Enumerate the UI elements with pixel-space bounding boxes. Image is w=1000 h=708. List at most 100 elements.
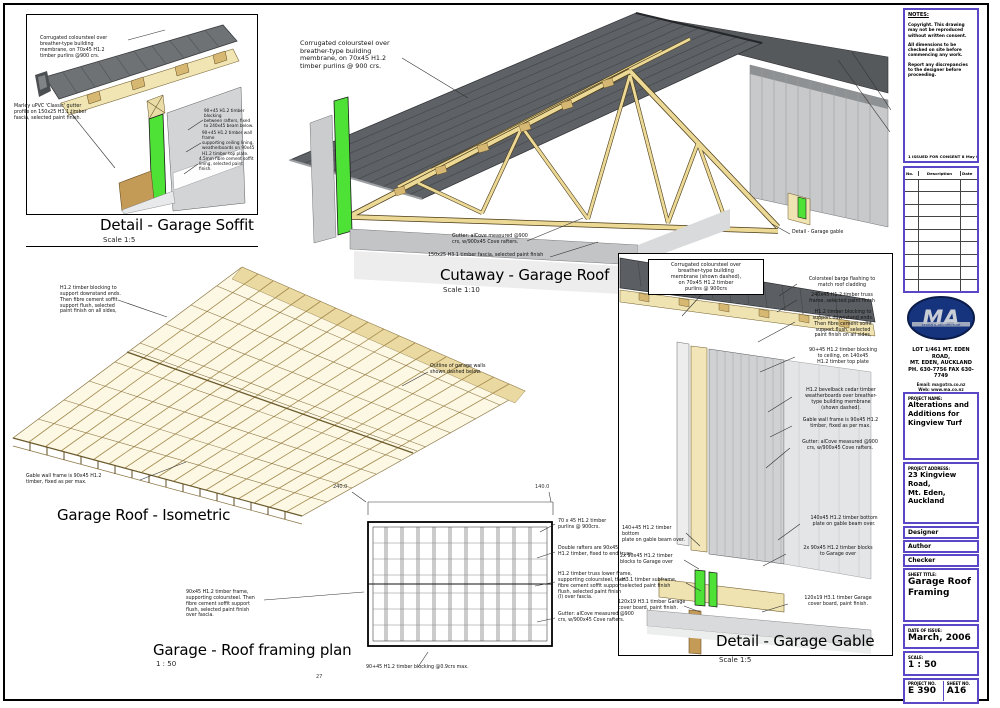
- annotation: 4.5mm fibre cement soffit lining, select…: [199, 156, 254, 172]
- timber-post: [690, 345, 708, 553]
- revision-row: [905, 203, 977, 217]
- view-cutaway-garage-roof: [270, 5, 895, 297]
- annotation: H1.2 timber blocking to support downstan…: [60, 286, 121, 315]
- annotation: H1.2 bevelback cedar timber weatherboard…: [805, 388, 877, 411]
- project-address-value: 23 Kingview Road, Mt. Eden, Auckland: [908, 471, 957, 506]
- sheet-title-label: SHEET TITLE:: [908, 572, 937, 577]
- notes-box: NOTES: Copyright. This drawing may not b…: [903, 8, 979, 163]
- project-name-box: PROJECT NAME: Alterations and Additions …: [903, 392, 979, 460]
- dimension-label: 140.0: [535, 484, 550, 490]
- highlighted-member: [708, 571, 718, 608]
- annotation: 70 x 45 H1.2 timber purlins @ 900crs.: [558, 519, 607, 530]
- revision-row: [905, 253, 977, 267]
- project-address-box: PROJECT ADDRESS: 23 Kingview Road, Mt. E…: [903, 462, 979, 524]
- scale-box: SCALE: 1 : 50: [903, 651, 979, 676]
- sheet-number-cell: SHEET NO. A16: [944, 681, 974, 701]
- annotation-boxed: Corrugated coloursteel over breather-typ…: [648, 259, 764, 296]
- annotation: Outline of garage walls shown dashed bel…: [430, 364, 486, 375]
- annotation: Gutter: alCove measured @900 crs, w/900x…: [802, 440, 878, 451]
- firm-identity: MA DESIGN & ARCHITECTURE LOT 1/461 MT. E…: [903, 295, 979, 392]
- note-paragraph: Report any discrepancies to the designer…: [908, 61, 968, 78]
- annotation: Gutter: alCove measured @900 crs, w/900x…: [452, 234, 528, 245]
- dimension-label: 240.0: [333, 484, 348, 490]
- view-garage-roof-isometric: [5, 255, 540, 545]
- title-underline: [26, 246, 258, 247]
- truss-tails: [29, 443, 286, 519]
- revision-col-description: Description: [919, 171, 961, 176]
- note-paragraph: All dimensions to be checked on site bef…: [908, 41, 963, 58]
- ridge-line: [126, 351, 414, 454]
- checker-value: Checker: [908, 557, 936, 564]
- scale-label: SCALE:: [908, 655, 924, 660]
- roof-plane: [44, 24, 238, 100]
- issue-line: 1 ISSUED FOR CONSENT 8 May 06: [908, 154, 979, 159]
- firm-address: LOT 1/461 MT. EDEN ROAD, MT. EDEN, AUCKL…: [908, 347, 974, 380]
- annotation: Marley uPVC 'Classic' gutter profile on …: [14, 104, 87, 121]
- annotation: 2x 90x45 H1.2 timber blocks to Garage ov…: [803, 546, 873, 557]
- view-scale-gable: Scale 1:5: [719, 656, 752, 664]
- view-title-plan: Garage - Roof framing plan: [153, 641, 352, 659]
- annotation: 150x25 H3.1 timber fascia, selected pain…: [428, 253, 544, 258]
- annotation: H1.2 timber blocking to support downstan…: [812, 310, 874, 339]
- annotation: 90+45 H1.2 timber wall frame supporting …: [202, 130, 255, 156]
- project-name-value: Alterations and Additions for Kingview T…: [908, 401, 969, 427]
- notes-heading: NOTES:: [908, 12, 929, 18]
- annotation: 90+45 H1.2 timber blocking @0.9crs max.: [366, 665, 469, 670]
- annotation: Double rafters are 90x45 H1.2 timber, fi…: [558, 546, 634, 557]
- view-scale-cutaway: Scale 1:10: [443, 286, 480, 294]
- view-detail-garage-gable: [618, 253, 893, 656]
- view-title-gable: Detail - Garage Gable: [716, 632, 875, 650]
- company-logo: MA DESIGN & ARCHITECTURE: [907, 296, 975, 340]
- sheet-title-value: Garage Roof Framing: [908, 577, 971, 599]
- checker-box: Checker: [903, 554, 979, 567]
- highlighted-member: [333, 96, 353, 236]
- annotation: 120x19 H3.1 timber Garage cover board, p…: [618, 600, 686, 611]
- annotation: Gable wall frame is 90x45 H1.2 timber, f…: [802, 418, 879, 429]
- author-value: Author: [908, 543, 932, 550]
- dimension-label: 27: [316, 674, 323, 680]
- revision-row: [905, 278, 977, 291]
- purlin-lines: [373, 542, 547, 626]
- revision-header-row: No. Description Date: [905, 168, 977, 179]
- sheet-number-label: SHEET NO.: [946, 681, 970, 686]
- annotation: 240x45 H1.2 timber truss frame, selected…: [809, 293, 875, 304]
- isometric-drawing: [12, 266, 526, 525]
- revision-col-date: Date: [962, 171, 973, 176]
- revision-col-no: No.: [905, 171, 919, 176]
- view-title-soffit: Detail - Garage Soffit: [100, 216, 254, 234]
- annotation: 140+45 H1.2 timber bottom plate on gable…: [622, 526, 685, 543]
- annotation: 90x45 H1.2 timber frame, supporting colo…: [186, 590, 255, 619]
- annotation: H1.2 timber truss lower frame, supportin…: [558, 572, 632, 601]
- firm-contact: Email: ma@xtra.co.nz Web: www.ma.co.nz: [916, 382, 966, 393]
- annotation: 120x19 H3.1 timber Garage cover board, p…: [804, 596, 872, 607]
- annotation: 2x 90x45 H1.2 timber blocks to Garage ov…: [620, 554, 673, 565]
- revision-table: No. Description Date: [903, 166, 979, 293]
- titleblock: NOTES: Copyright. This drawing may not b…: [903, 5, 979, 704]
- sheet-number-value: A16: [946, 686, 967, 696]
- sheet-title-box: SHEET TITLE: Garage Roof Framing: [903, 568, 979, 622]
- logo-tagline: DESIGN & ARCHITECTURE: [922, 323, 961, 327]
- project-number-label: PROJECT NO.: [908, 681, 936, 686]
- annotation: Gutter: alCove measured @900 crs, w/900x…: [558, 612, 634, 623]
- purlin-blocks: [393, 77, 615, 197]
- numbers-box: PROJECT NO. E 390 SHEET NO. A16: [903, 678, 979, 704]
- view-detail-garage-soffit: [26, 14, 258, 215]
- highlighted-member: [694, 569, 706, 607]
- revision-row: [905, 266, 977, 279]
- cutaway-drawing: [288, 12, 889, 295]
- annotation: 140x45 H1.2 timber bottom plate on gable…: [810, 516, 878, 527]
- note-paragraph: Copyright. This drawing may not be repro…: [908, 22, 967, 38]
- revision-row: [905, 216, 977, 229]
- annotation: 90+45 H1.2 timber blocking between rafte…: [204, 108, 254, 129]
- view-scale-plan: 1 : 50: [156, 660, 177, 668]
- annotation: 90+45 H1.2 timber blocking to ceiling, o…: [808, 348, 878, 365]
- project-number-cell: PROJECT NO. E 390: [908, 681, 944, 701]
- revision-row: [905, 191, 977, 204]
- project-name-label: PROJECT NAME:: [908, 396, 943, 401]
- project-address-label: PROJECT ADDRESS:: [908, 466, 950, 471]
- annotation: H3.1 timber subframe, selected paint fin…: [622, 578, 677, 589]
- soffit-drawing: [35, 24, 246, 215]
- view-roof-framing-plan: [360, 513, 560, 660]
- designer-box: Designer: [903, 526, 979, 539]
